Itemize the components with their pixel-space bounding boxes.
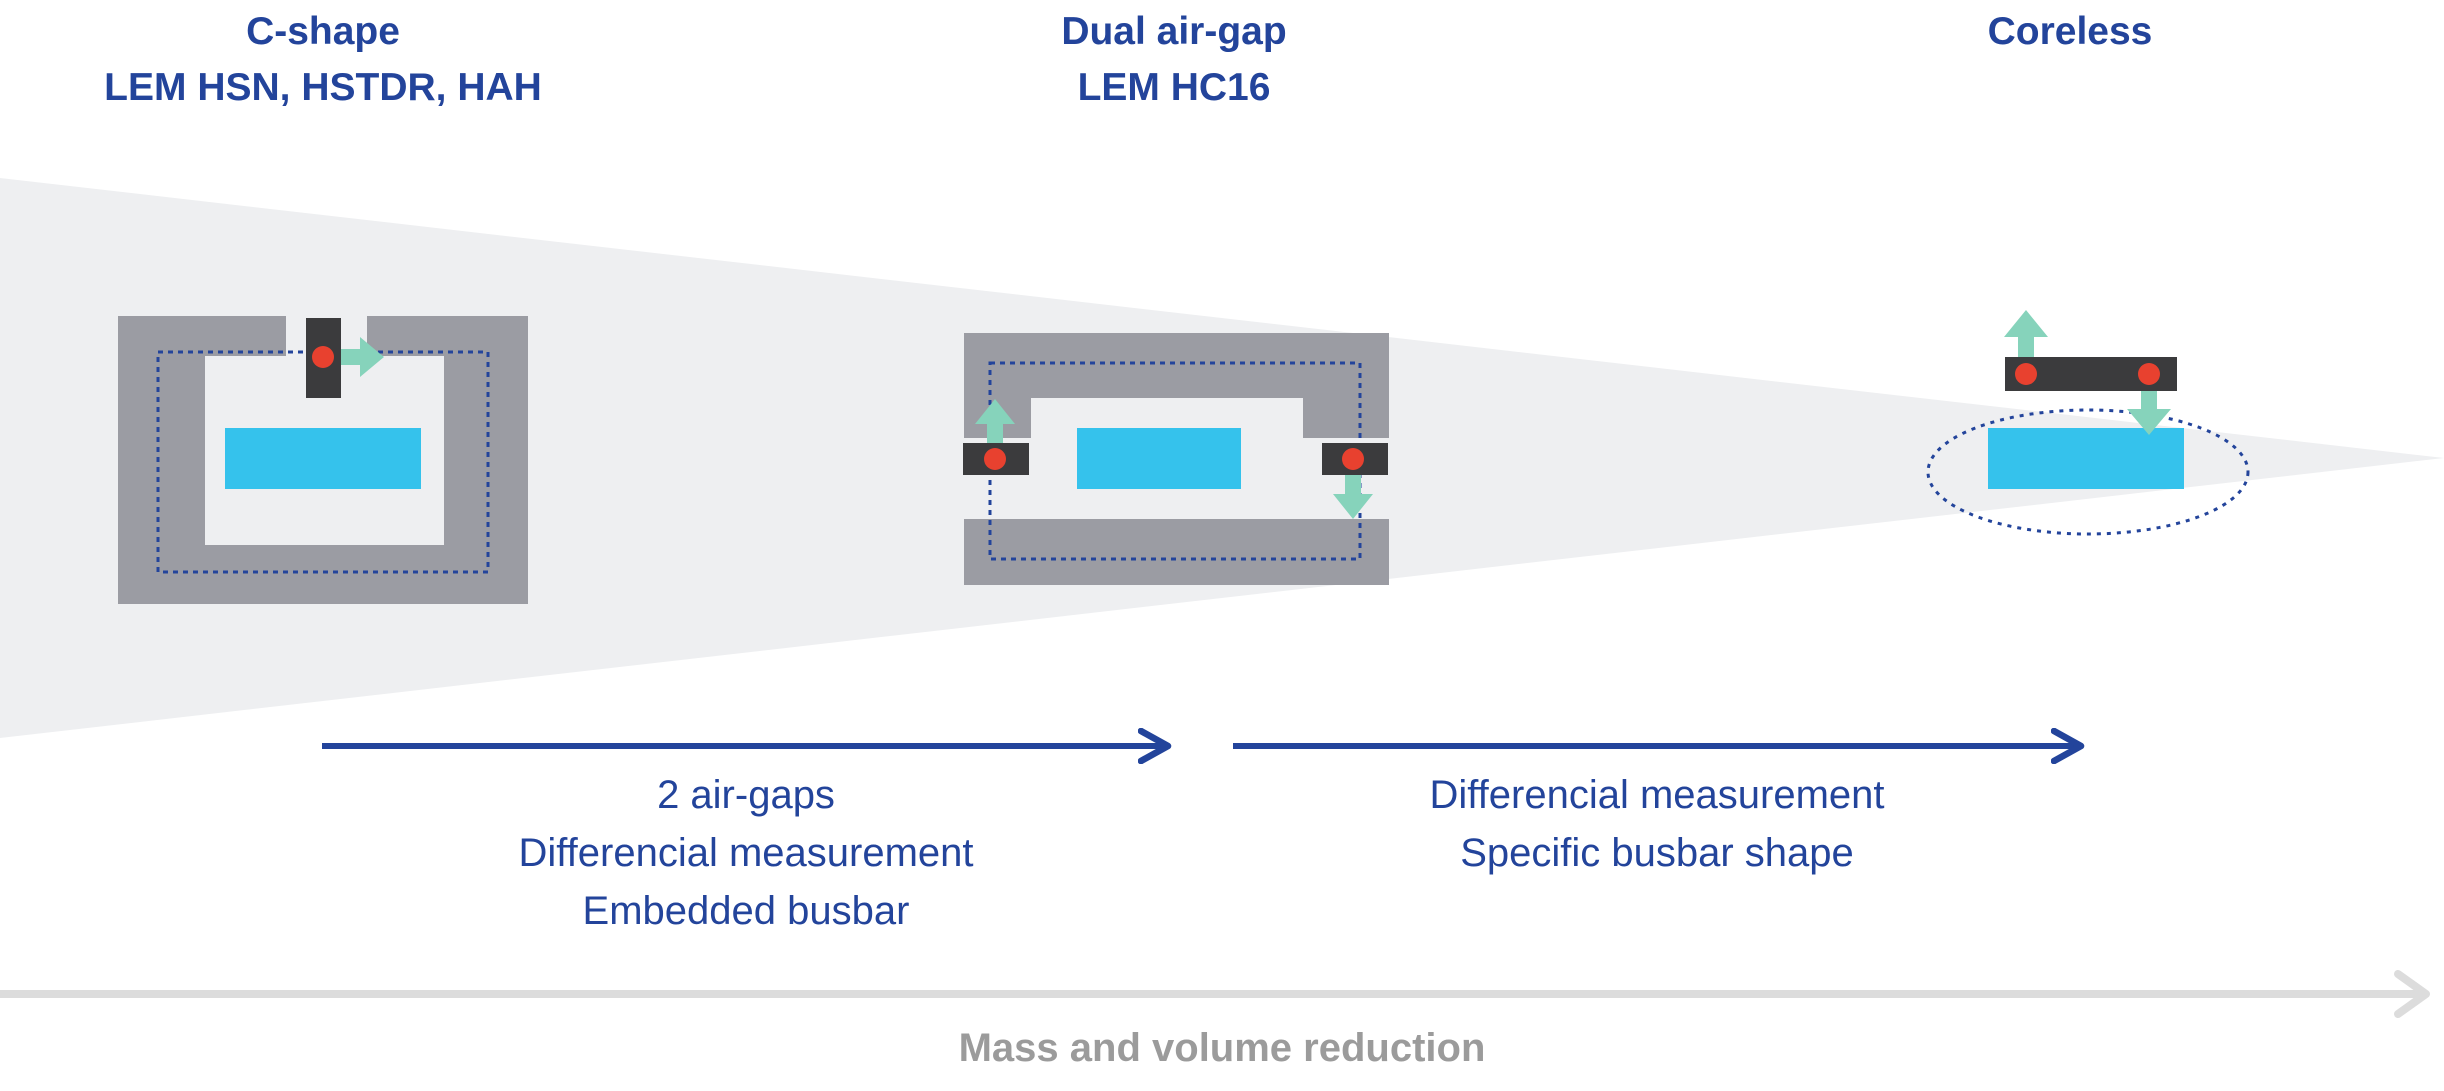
c-shape-hall-element (312, 346, 334, 368)
c-shape-magnetic-core (118, 316, 528, 604)
dual-air-gap-heading: Dual air-gap LEM HC16 (824, 4, 1524, 116)
dual-gap-busbar (1077, 428, 1241, 489)
coreless-left-hall-element (2015, 363, 2037, 385)
field-arrow-up-icon (975, 399, 1015, 443)
field-arrow-down-icon (2127, 391, 2171, 435)
dual-air-gap-sensor (963, 333, 1389, 585)
note-line: Differencial measurement (518, 831, 974, 875)
transition-2-notes: Differencial measurement Specific busbar… (1277, 766, 2037, 882)
note-line: Differencial measurement (1429, 773, 1885, 817)
heading-line: LEM HSN, HSTDR, HAH (104, 66, 542, 109)
note-line: Embedded busbar (582, 889, 910, 933)
mass-volume-axis-label: Mass and volume reduction (958, 1026, 1486, 1070)
dual-gap-magnetic-core (964, 333, 1389, 585)
coreless-busbar (1988, 428, 2184, 489)
note-line: Specific busbar shape (1460, 831, 1854, 875)
field-arrow-down-icon (1333, 475, 1373, 519)
mass-volume-axis-arrowhead (2394, 970, 2430, 1018)
coreless-heading: Coreless (1720, 4, 2420, 60)
heading-line: C-shape (246, 10, 400, 53)
field-arrow-icon (341, 337, 384, 377)
c-shape-heading: C-shape LEM HSN, HSTDR, HAH (0, 4, 673, 116)
c-shape-busbar (225, 428, 421, 489)
dual-gap-right-hall-element (1342, 448, 1364, 470)
note-line: 2 air-gaps (657, 773, 835, 817)
heading-line: LEM HC16 (1077, 66, 1271, 109)
dual-gap-left-hall-element (984, 448, 1006, 470)
transition-1-notes: 2 air-gaps Differencial measurement Embe… (366, 766, 1126, 940)
c-shape-sensor (118, 316, 528, 604)
coreless-sensor (1926, 310, 2250, 536)
heading-line: Dual air-gap (1061, 10, 1287, 53)
field-arrow-up-icon (2004, 310, 2048, 357)
coreless-flux-loop (1926, 408, 2250, 536)
coreless-right-hall-element (2138, 363, 2160, 385)
heading-line: Coreless (1987, 10, 2153, 53)
